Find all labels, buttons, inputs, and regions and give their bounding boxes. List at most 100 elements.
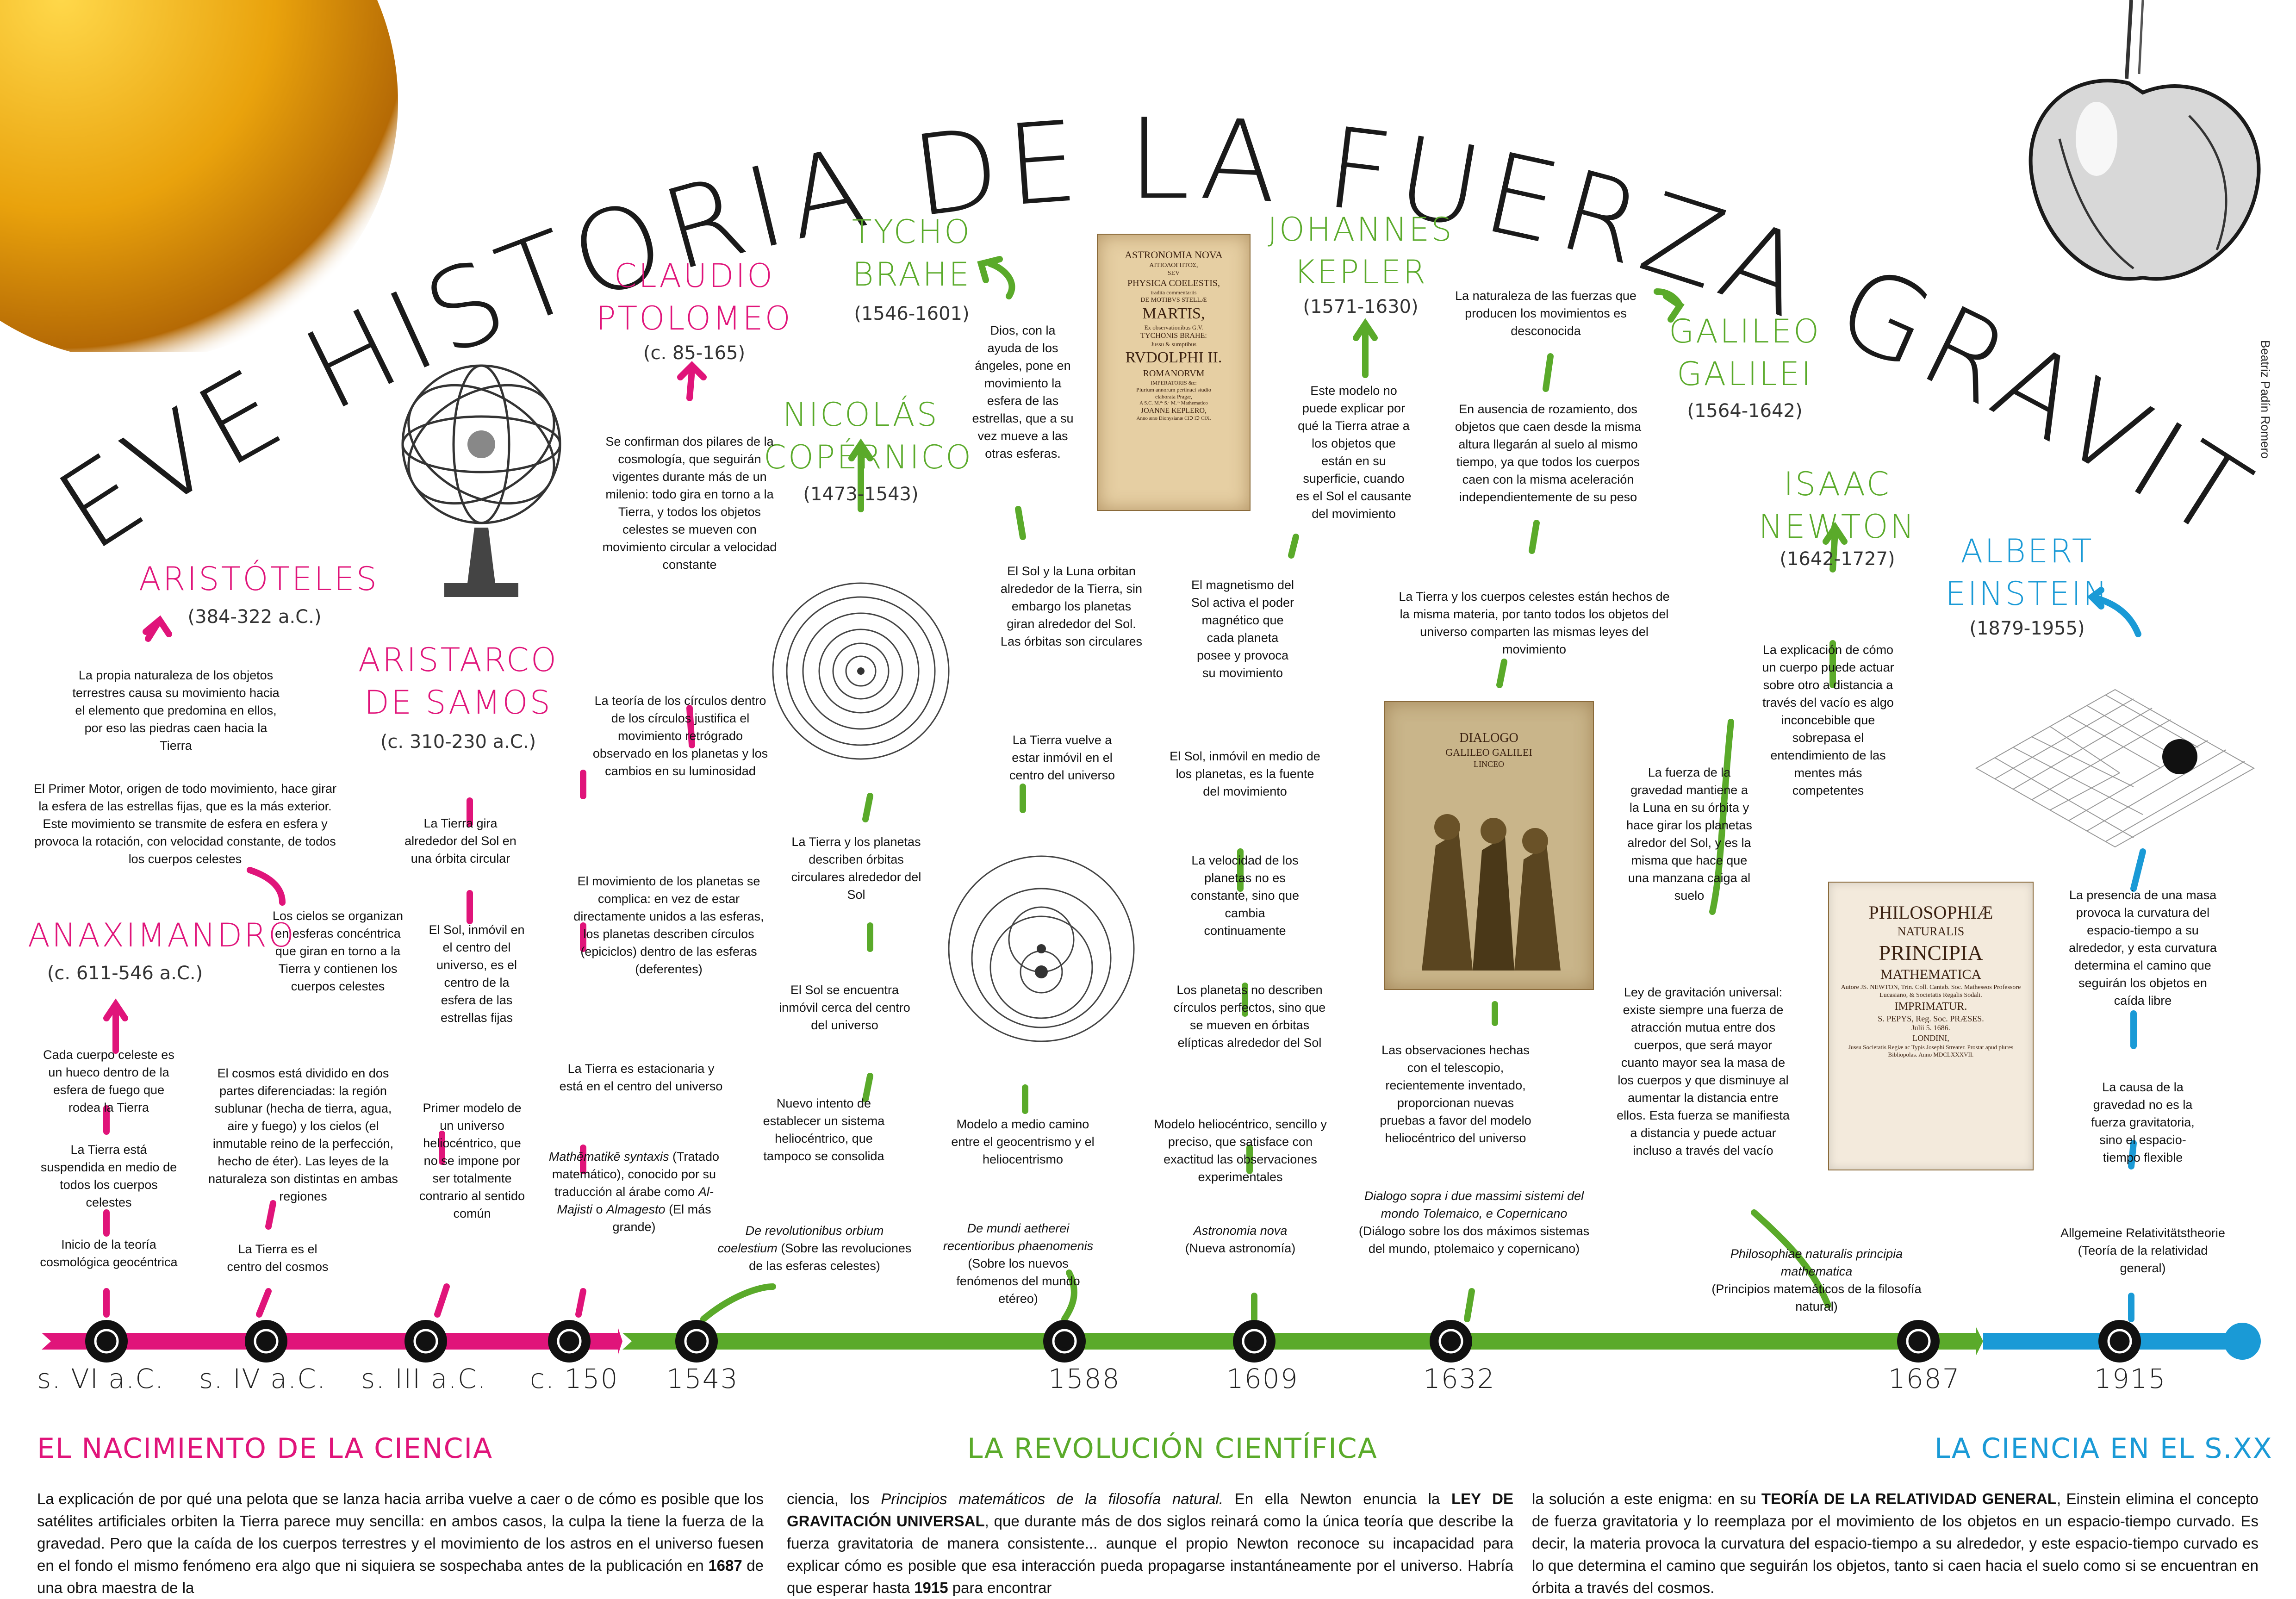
book-line: GALILEO GALILEI: [1445, 747, 1532, 758]
note-aristoteles-1: La propia naturaleza de los objetos terr…: [72, 668, 280, 753]
timeline-dot-ring: [413, 1329, 438, 1354]
note-brahe-5: De mundi aetherei recentioribus phaenome…: [943, 1221, 1094, 1306]
note-copernico-2: El Sol se encuentra inmóvil cerca del ce…: [779, 983, 910, 1032]
note-kepler-3: El Sol, inmóvil en medio de los planetas…: [1170, 749, 1320, 798]
principia-book-image: PHILOSOPHIÆ NATURALIS PRINCIPIA MATHEMATICA…: [1828, 882, 2034, 1170]
timeline-dot-core: [690, 1335, 703, 1348]
note-ptolomeo-4: La Tierra es estacionaria y está en el c…: [559, 1062, 723, 1093]
dates-newton: (1642-1727): [1780, 548, 1895, 570]
book-line: Plurium annorum pertinaci studio: [1136, 386, 1211, 393]
note-aristoteles-3: Los cielos se organizan en esferas concé…: [272, 909, 404, 993]
timeline-dot-core: [260, 1335, 273, 1348]
book-line: DIALOGO: [1459, 731, 1518, 745]
timeline-dot-ring: [2107, 1329, 2132, 1354]
note-newton-3: Ley de gravitación universal: existe sie…: [1617, 985, 1790, 1157]
note-copernico-3: Nuevo intento de establecer un sistema h…: [763, 1096, 885, 1163]
timeline-dot-core: [100, 1335, 113, 1348]
note-anaximandro-2: La Tierra está suspendida en medio de to…: [40, 1143, 177, 1209]
note-galileo-3: La Tierra y los cuerpos celestes están h…: [1399, 590, 1670, 656]
dates-anaximandro: (c. 611-546 a.C.): [47, 963, 203, 984]
book-line: LINCEO: [1474, 759, 1504, 769]
year-label: c. 150: [530, 1363, 619, 1394]
note-kepler-5: Los planetas no describen círculos perfe…: [1173, 983, 1326, 1050]
book-line: ROMANORVM: [1143, 368, 1205, 379]
note-aristoteles-4: El cosmos está dividido en dos partes di…: [208, 1066, 398, 1203]
book-line: Jussu Societatis Regiæ ac Typis Josephi …: [1848, 1043, 2014, 1058]
timeline-bar: [42, 1320, 2261, 1363]
note-einstein-1: La presencia de una masa provoca la curv…: [2069, 888, 2217, 1008]
timeline-dot-core: [1058, 1335, 1071, 1348]
year-label: s. IV a.C.: [199, 1363, 327, 1394]
book-line: IMPERATORIS &c:: [1151, 379, 1197, 386]
note-kepler-6: Modelo heliocéntrico, sencillo y preciso…: [1154, 1117, 1327, 1184]
timeline-dot-core: [1248, 1335, 1261, 1348]
dates-einstein: (1879-1955): [1969, 618, 2085, 639]
timeline-dot-ring: [1052, 1329, 1077, 1354]
note-einstein-2: La causa de la gravedad no es la fuerza …: [2091, 1080, 2195, 1164]
note-newton-2: La fuerza de la gravedad mantiene a la L…: [1626, 765, 1752, 902]
year-label: 1609: [1226, 1363, 1299, 1394]
timeline-dot-core: [419, 1335, 432, 1348]
section-title-siglo-xx: LA CIENCIA EN EL S.XX: [1935, 1432, 2273, 1465]
armillary-sphere-image: [401, 364, 561, 597]
intro-column-3: la solución a este enigma: en su TEORÍA …: [1532, 1490, 2259, 1596]
book-line: MATHEMATICA: [1880, 967, 1982, 982]
timeline-dot-core: [2113, 1335, 2126, 1348]
book-line: Anno æræ Dionysianæ CIↃ IↃ CIX.: [1136, 416, 1211, 422]
tychonic-orbit-diagram: [948, 855, 1135, 1042]
book-line: JOANNE KEPLERO,: [1140, 407, 1207, 415]
dates-galileo: (1564-1642): [1687, 400, 1803, 422]
timeline-dot-core: [1444, 1335, 1457, 1348]
book-line: S. PEPYS, Reg. Soc. PRÆSES.: [1878, 1014, 1984, 1023]
book-line: PHILOSOPHIÆ: [1868, 902, 1993, 923]
note-einstein-3: Allgemeine Relativitätstheorie(Teoría de…: [2060, 1226, 2225, 1275]
note-ptolomeo-5: Mathēmatikē syntaxis (Tratado matemático…: [548, 1150, 720, 1234]
book-line: elaborata Pragæ,: [1155, 393, 1192, 400]
apple-image: [2028, 0, 2261, 281]
note-ptolomeo-3: El movimiento de los planetas se complic…: [573, 874, 764, 976]
book-line: SEV: [1167, 270, 1180, 277]
timeline-dot-ring: [1438, 1329, 1463, 1354]
book-line: PHYSICA COELESTIS,: [1127, 278, 1220, 288]
note-kepler-4: La velocidad de los planetas no es const…: [1190, 853, 1300, 938]
note-newton-1: La explicación de cómo un cuerpo puede a…: [1762, 643, 1894, 797]
note-ptolomeo-2: La teoría de los círculos dentro de los …: [592, 694, 768, 778]
note-copernico-1: La Tierra y los planetas describen órbit…: [791, 835, 921, 902]
book-line: PRINCIPIA: [1879, 940, 1983, 964]
note-kepler-7: Astronomia nova(Nueva astronomía): [1185, 1224, 1296, 1255]
name-aristoteles: ARISTÓTELES: [139, 560, 379, 598]
year-label: 1588: [1048, 1363, 1120, 1394]
book-line: RVDOLPHI II.: [1125, 349, 1222, 366]
book-line: TYCHONIS BRAHE:: [1140, 331, 1207, 340]
timeline-dot-ring: [1242, 1329, 1267, 1354]
note-anaximandro-1: Cada cuerpo celeste es un hueco dentro d…: [43, 1048, 174, 1114]
year-label: 1915: [2094, 1363, 2166, 1394]
dates-brahe: (1546-1601): [854, 303, 970, 324]
note-brahe-3: La Tierra vuelve a estar inmóvil en el c…: [1009, 733, 1115, 782]
book-line: LONDINI,: [1912, 1033, 1949, 1043]
note-brahe-2: El Sol y la Luna orbitan alrededor de la…: [1000, 564, 1143, 648]
book-line: IMPRIMATUR.: [1894, 1000, 1967, 1013]
note-galileo-4: Las observaciones hechas con el telescop…: [1380, 1043, 1531, 1145]
timeline-dot-ring: [557, 1329, 582, 1354]
book-line: Autore JS. NEWTON, Trin. Coll. Cantab. S…: [1841, 983, 2021, 999]
timeline-dot-ring: [1906, 1329, 1931, 1354]
book-line: Ex observationibus G.V.: [1144, 324, 1203, 331]
dates-aristoteles: (384-322 a.C.): [187, 606, 322, 628]
year-label: s. III a.C.: [361, 1363, 487, 1394]
book-line: NATURALIS: [1897, 925, 1965, 938]
note-brahe-1: Dios, con la ayuda de los ángeles, pone …: [972, 324, 1074, 460]
note-brahe-4: Modelo a medio camino entre el geocentri…: [951, 1117, 1095, 1166]
dates-copernico: (1473-1543): [803, 484, 919, 505]
note-galileo-2: En ausencia de rozamiento, dos objetos q…: [1455, 402, 1642, 504]
timeline-dot-ring: [94, 1329, 119, 1354]
book-line: Jussu & sumptibus: [1151, 340, 1197, 348]
book-line: ΑΙΤΙΟΛΟΓΗΤΟΣ,: [1149, 261, 1198, 269]
year-label: 1543: [666, 1363, 739, 1394]
section-title-nacimiento: EL NACIMIENTO DE LA CIENCIA: [37, 1432, 493, 1465]
